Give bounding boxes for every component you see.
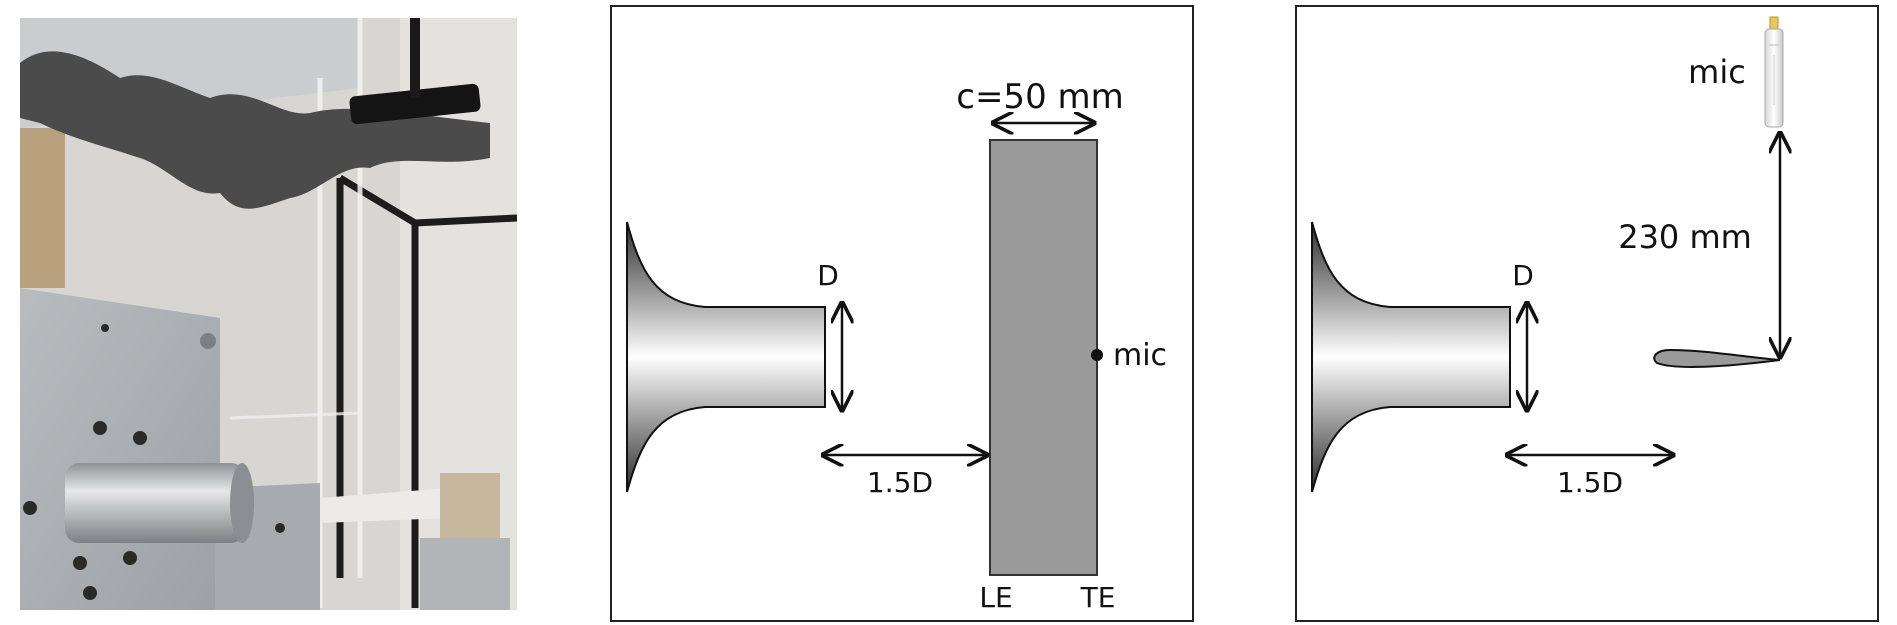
microphone-holder: [349, 83, 481, 125]
chord-label: c=50 mm: [956, 77, 1124, 117]
mic-label: mic: [1113, 338, 1167, 373]
diameter-label: D: [817, 259, 839, 292]
nozzle-shape: [1311, 221, 1511, 493]
jet-mark: [229, 411, 361, 420]
spacing-label: 1.5D: [867, 466, 933, 499]
microphone-cable: [410, 18, 420, 98]
acoustic-foam: [20, 51, 490, 209]
flat-plate-sample: [320, 488, 450, 523]
setup-photo: [20, 18, 517, 610]
nozzle-shape: [626, 221, 826, 493]
plate-holder-base: [420, 538, 510, 610]
nozzle-exit: [230, 463, 254, 543]
nozzle-cylinder: [65, 463, 245, 543]
diameter-label: D: [1512, 259, 1534, 292]
flat-plate: [989, 139, 1098, 576]
airfoil-shape: [1653, 348, 1781, 368]
leading-edge-label: LE: [979, 581, 1012, 614]
diagram-flat-plate: D c=50 mm 1.5D mic LE TE: [610, 5, 1194, 622]
microphone-icon: [1764, 16, 1784, 128]
plate-bolt: [200, 333, 216, 349]
wooden-panel: [20, 128, 65, 288]
diagram-airfoil: D 1.5D 230 mm mic: [1295, 5, 1879, 622]
mic-point: [1091, 349, 1103, 361]
spacing-label: 1.5D: [1557, 466, 1623, 499]
plate-holder: [440, 473, 500, 543]
distance-label: 230 mm: [1618, 218, 1752, 256]
aluminium-plate: [20, 288, 220, 610]
mic-label: mic: [1688, 53, 1746, 91]
trailing-edge-label: TE: [1080, 581, 1116, 614]
